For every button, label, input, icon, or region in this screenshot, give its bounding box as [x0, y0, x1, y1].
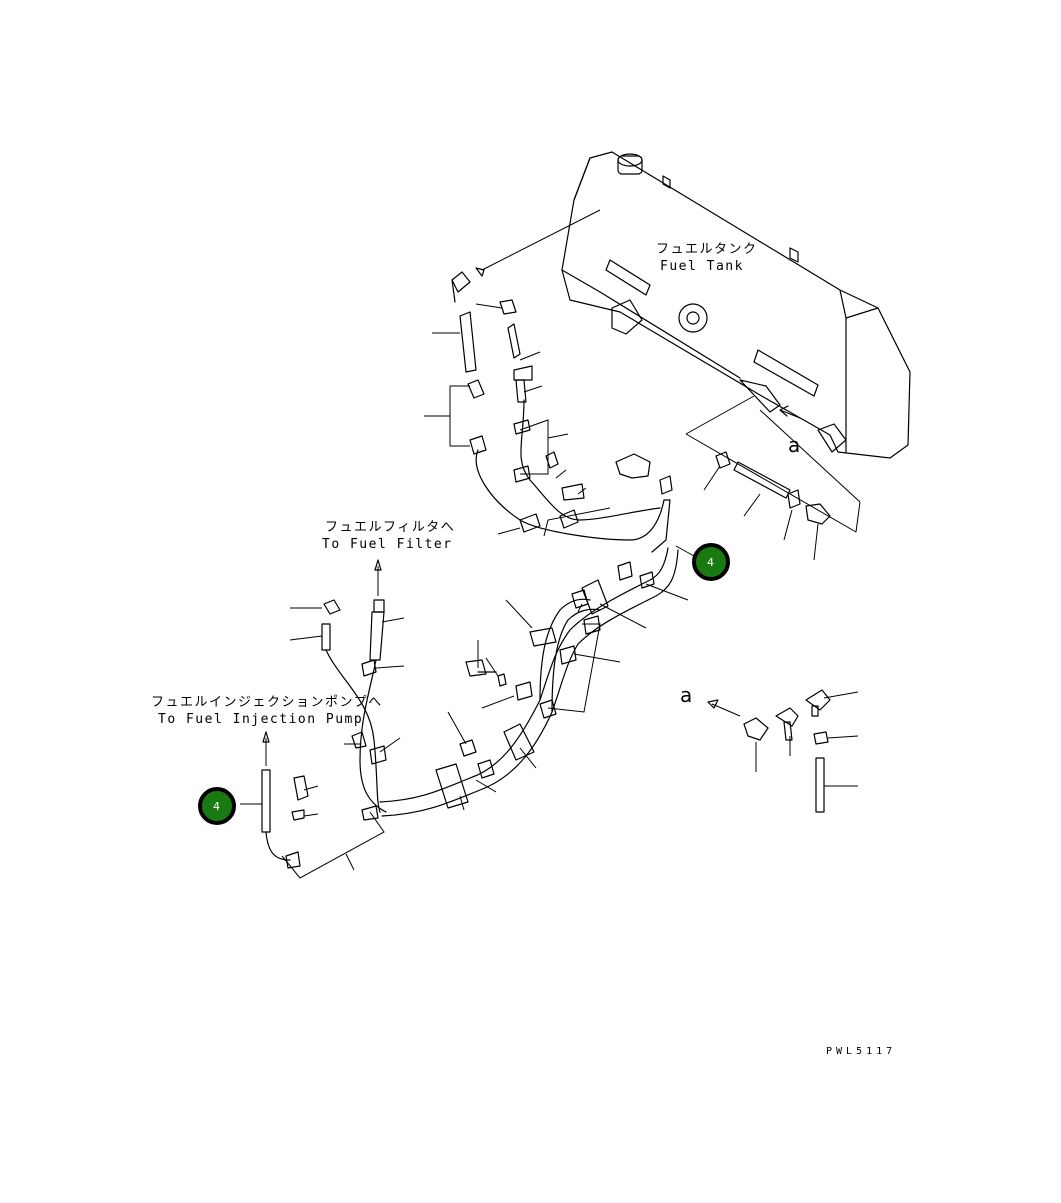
- elbow-fittings: [615, 453, 673, 553]
- detail-a-fittings: [743, 689, 831, 813]
- drawing-code: PWL5117: [826, 1046, 896, 1057]
- detail-a-label-bottom: a: [680, 683, 692, 707]
- main-fuel-pipe: [379, 547, 679, 817]
- callout-badge-number: 4: [707, 556, 714, 569]
- fuel-tank: [561, 151, 911, 459]
- callout-badge-4-right: 4: [692, 543, 730, 581]
- to-filter-label-en: To Fuel Filter: [322, 537, 453, 552]
- fuel-tank-label-en: Fuel Tank: [660, 259, 744, 274]
- pipe-clamps: [435, 561, 655, 809]
- callout-badge-4-left: 4: [198, 787, 236, 825]
- pump-bracket-lines: [281, 811, 385, 879]
- callout-badge-circle: [692, 543, 730, 581]
- tank-outlet-fittings: [451, 267, 533, 403]
- fuel-tank-label-jp: フュエルタンク: [656, 242, 758, 257]
- detail-a-bracket-lines: [685, 395, 861, 533]
- to-filter-label-jp: フュエルフィルタへ: [325, 520, 455, 535]
- to-pump-label-en: To Fuel Injection Pump: [158, 712, 363, 727]
- to-pump-label-jp: フュエルインジェクションポンプへ: [151, 695, 383, 710]
- callout-badge-number: 4: [213, 800, 220, 813]
- left-hoses: [261, 599, 387, 869]
- detail-a-parts: [715, 451, 831, 525]
- return-hose: [475, 449, 665, 541]
- callout-badge-circle: [198, 787, 236, 825]
